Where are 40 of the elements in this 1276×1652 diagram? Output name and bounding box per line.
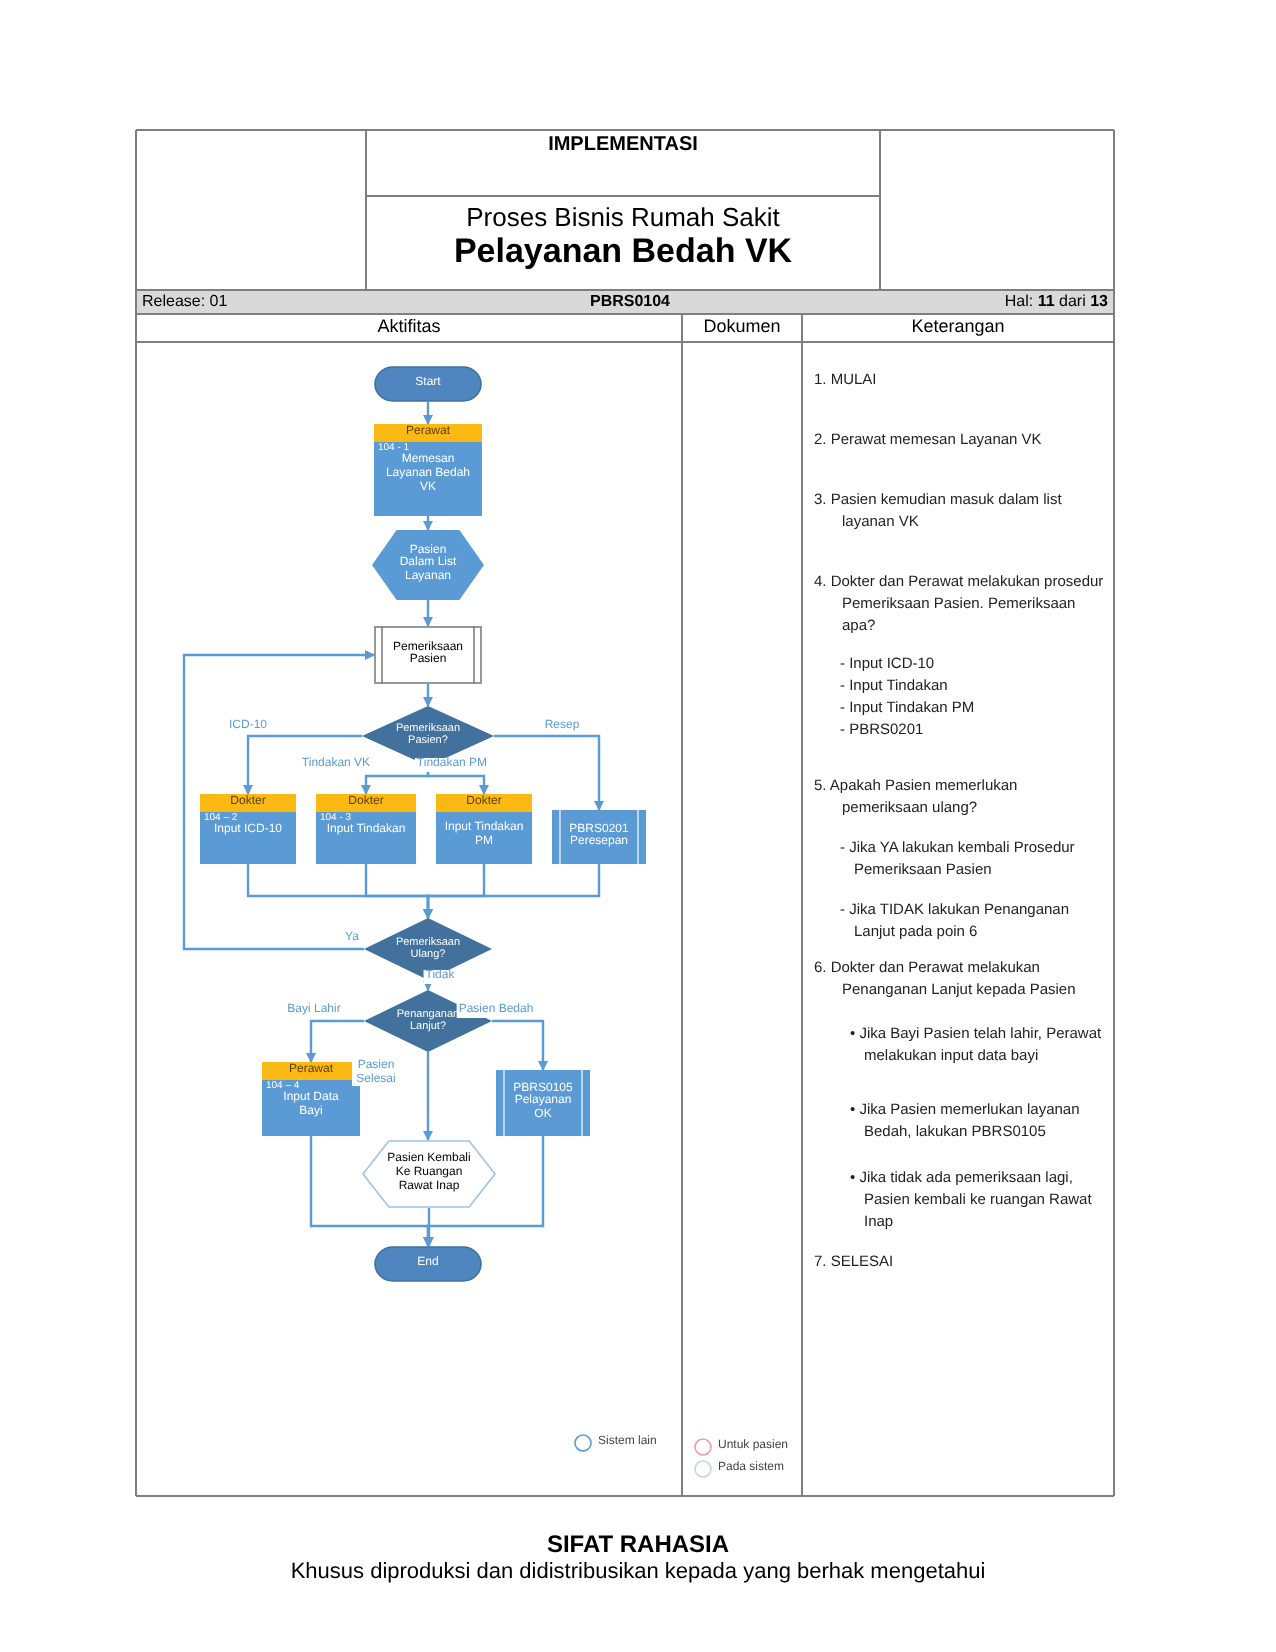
arrow: [424, 1208, 434, 1247]
release-text: Release: 01: [142, 292, 230, 312]
process-box: [316, 794, 416, 864]
process-box: [436, 794, 532, 864]
subprocess-box: [552, 810, 646, 864]
column-header: Aktifitas: [375, 316, 443, 338]
arrow: [423, 516, 433, 531]
arrow: [423, 1052, 433, 1141]
arrow: [494, 734, 604, 811]
arrow: [426, 766, 489, 795]
arrow: [306, 1019, 364, 1063]
subprocess-box: [496, 1070, 590, 1136]
document-title: Pelayanan Bedah VK: [451, 232, 795, 273]
document-code: PBRS0104: [587, 292, 673, 312]
arrow: [423, 980, 433, 991]
subprocess-box: [374, 626, 482, 684]
column-header: Keterangan: [909, 316, 1007, 338]
hexagon-shape: [362, 1140, 496, 1208]
process-box: [200, 794, 296, 864]
arrow: [182, 650, 375, 951]
hexagon-shape: [372, 530, 484, 600]
arrow: [423, 1136, 545, 1247]
arrow: [243, 734, 362, 795]
decision-diamond: [364, 990, 492, 1052]
arrow: [423, 600, 433, 627]
arrow: [423, 684, 433, 707]
decision-diamond: [364, 918, 492, 980]
column-header: Dokumen: [701, 316, 783, 338]
confidential-heading: SIFAT RAHASIA: [544, 1530, 732, 1559]
header-title: IMPLEMENTASI: [546, 134, 700, 158]
terminator-pill: [374, 1246, 482, 1282]
page-number: Hal: 11 dari 13: [1002, 292, 1108, 312]
arrow: [423, 402, 433, 425]
terminator-pill: [374, 366, 482, 402]
process-box: [374, 424, 482, 516]
subtitle: Proses Bisnis Rumah Sakit: [464, 202, 782, 234]
arrow: [492, 1019, 548, 1071]
confidential-note: Khusus diproduksi dan didistribusikan kepada yang berhak mengetahui: [288, 1560, 988, 1587]
arrow: [423, 864, 601, 919]
process-box: [262, 1062, 360, 1136]
